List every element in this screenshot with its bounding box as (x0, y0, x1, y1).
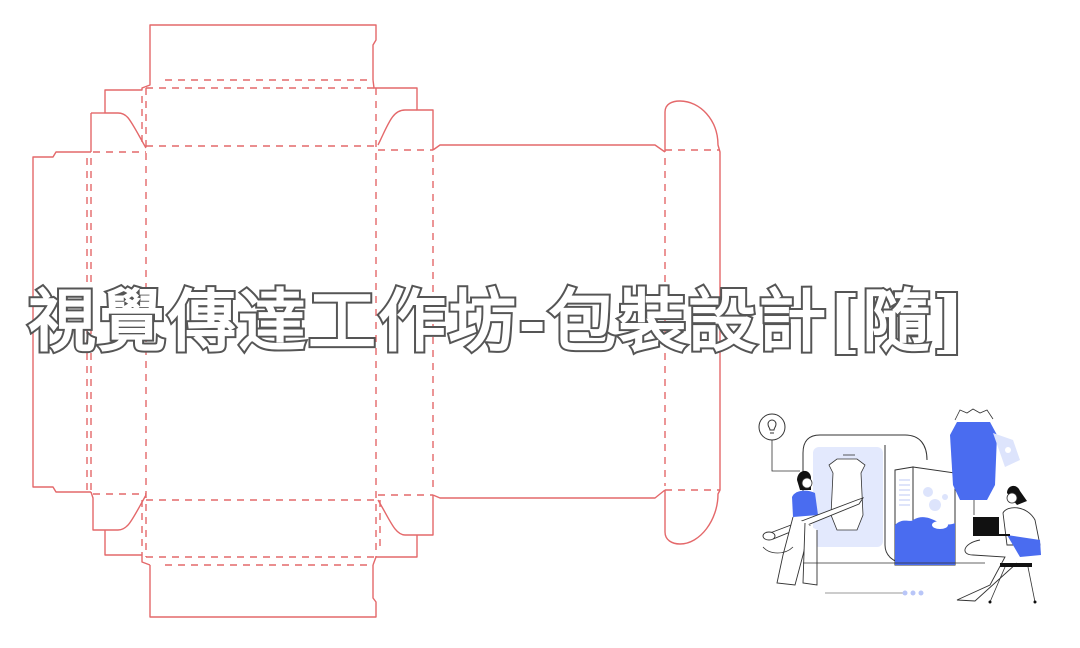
fold-lines (86, 79, 720, 566)
bottom-tuck-flap-cut (149, 565, 377, 618)
top-tuck-flap-cut (149, 24, 377, 80)
side-panel-top-cut (432, 144, 666, 153)
hanging-bag (950, 408, 1020, 515)
lightbulb-icon (758, 413, 800, 472)
progress-dots (902, 590, 924, 596)
packaging-illustration (758, 408, 1041, 604)
milk-carton (894, 466, 956, 566)
side-panel-bottom-cut (432, 489, 666, 499)
designer-with-pencil (762, 470, 865, 586)
bottom-left-dust-flap-cut (90, 491, 147, 531)
left-glue-flap-cut (32, 113, 92, 493)
paper-scroll (802, 434, 928, 564)
right-tuck-tab-cut (664, 100, 721, 545)
page-title: 視覺傳達工作坊-包裝設計[隨] (26, 280, 967, 364)
bottom-right-dust-flap-cut (377, 495, 434, 536)
top-left-dust-flap-cut (104, 80, 151, 149)
top-right-dust-flap-cut (372, 79, 434, 150)
woman-with-laptop (956, 485, 1041, 604)
